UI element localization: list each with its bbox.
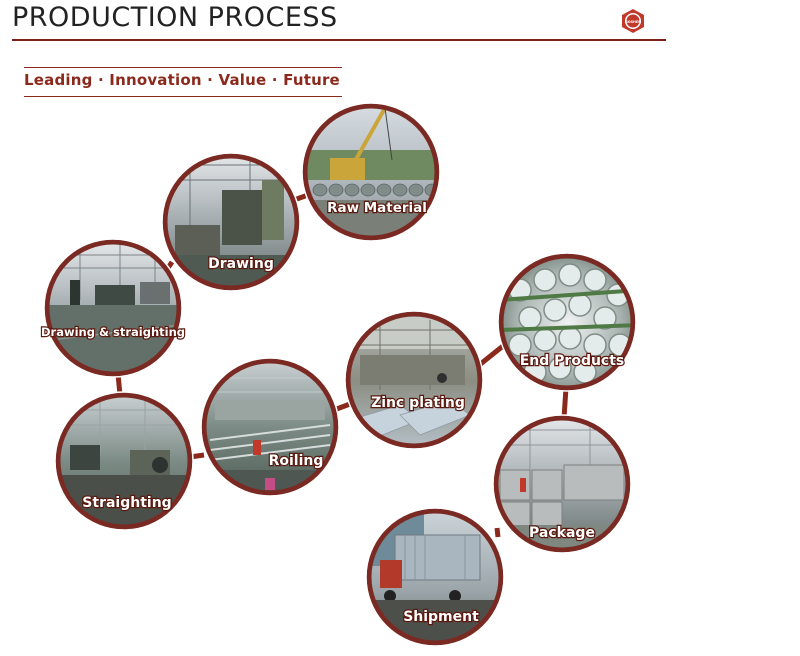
step-label-shipment: Shipment: [403, 609, 479, 625]
step-label-end-products: End Products: [520, 353, 625, 369]
tagline-rule-top: [24, 67, 342, 68]
step-drawing-straighting: Drawing & straighting: [40, 238, 186, 378]
step-drawing: Drawing: [161, 152, 301, 292]
step-label-package: Package: [529, 525, 595, 541]
step-label-zinc-plating: Zinc plating: [371, 395, 465, 411]
step-package: Package: [492, 414, 632, 554]
tagline-rule-bottom: [24, 96, 342, 97]
step-end-products: End Products: [497, 252, 637, 392]
step-label-straighting: Straighting: [82, 495, 171, 511]
step-label-drawing-straighting: Drawing & straighting: [41, 325, 185, 339]
step-straighting: Straighting: [54, 391, 194, 531]
tagline: Leading · Innovation · Value · Future: [24, 71, 340, 89]
step-roiling: Roiling: [200, 357, 340, 497]
step-raw-material: Raw Material: [301, 102, 441, 242]
step-label-drawing: Drawing: [208, 256, 274, 272]
header-divider: [12, 39, 666, 41]
goshen-logo-icon: GOSHEN: [622, 9, 644, 33]
step-zinc-plating: Zinc plating: [344, 310, 484, 450]
logo-text: GOSHEN: [625, 20, 641, 24]
step-label-roiling: Roiling: [269, 453, 324, 469]
page-title: PRODUCTION PROCESS: [12, 2, 338, 33]
step-shipment: Shipment: [365, 507, 505, 647]
step-label-raw-material: Raw Material: [327, 200, 427, 216]
